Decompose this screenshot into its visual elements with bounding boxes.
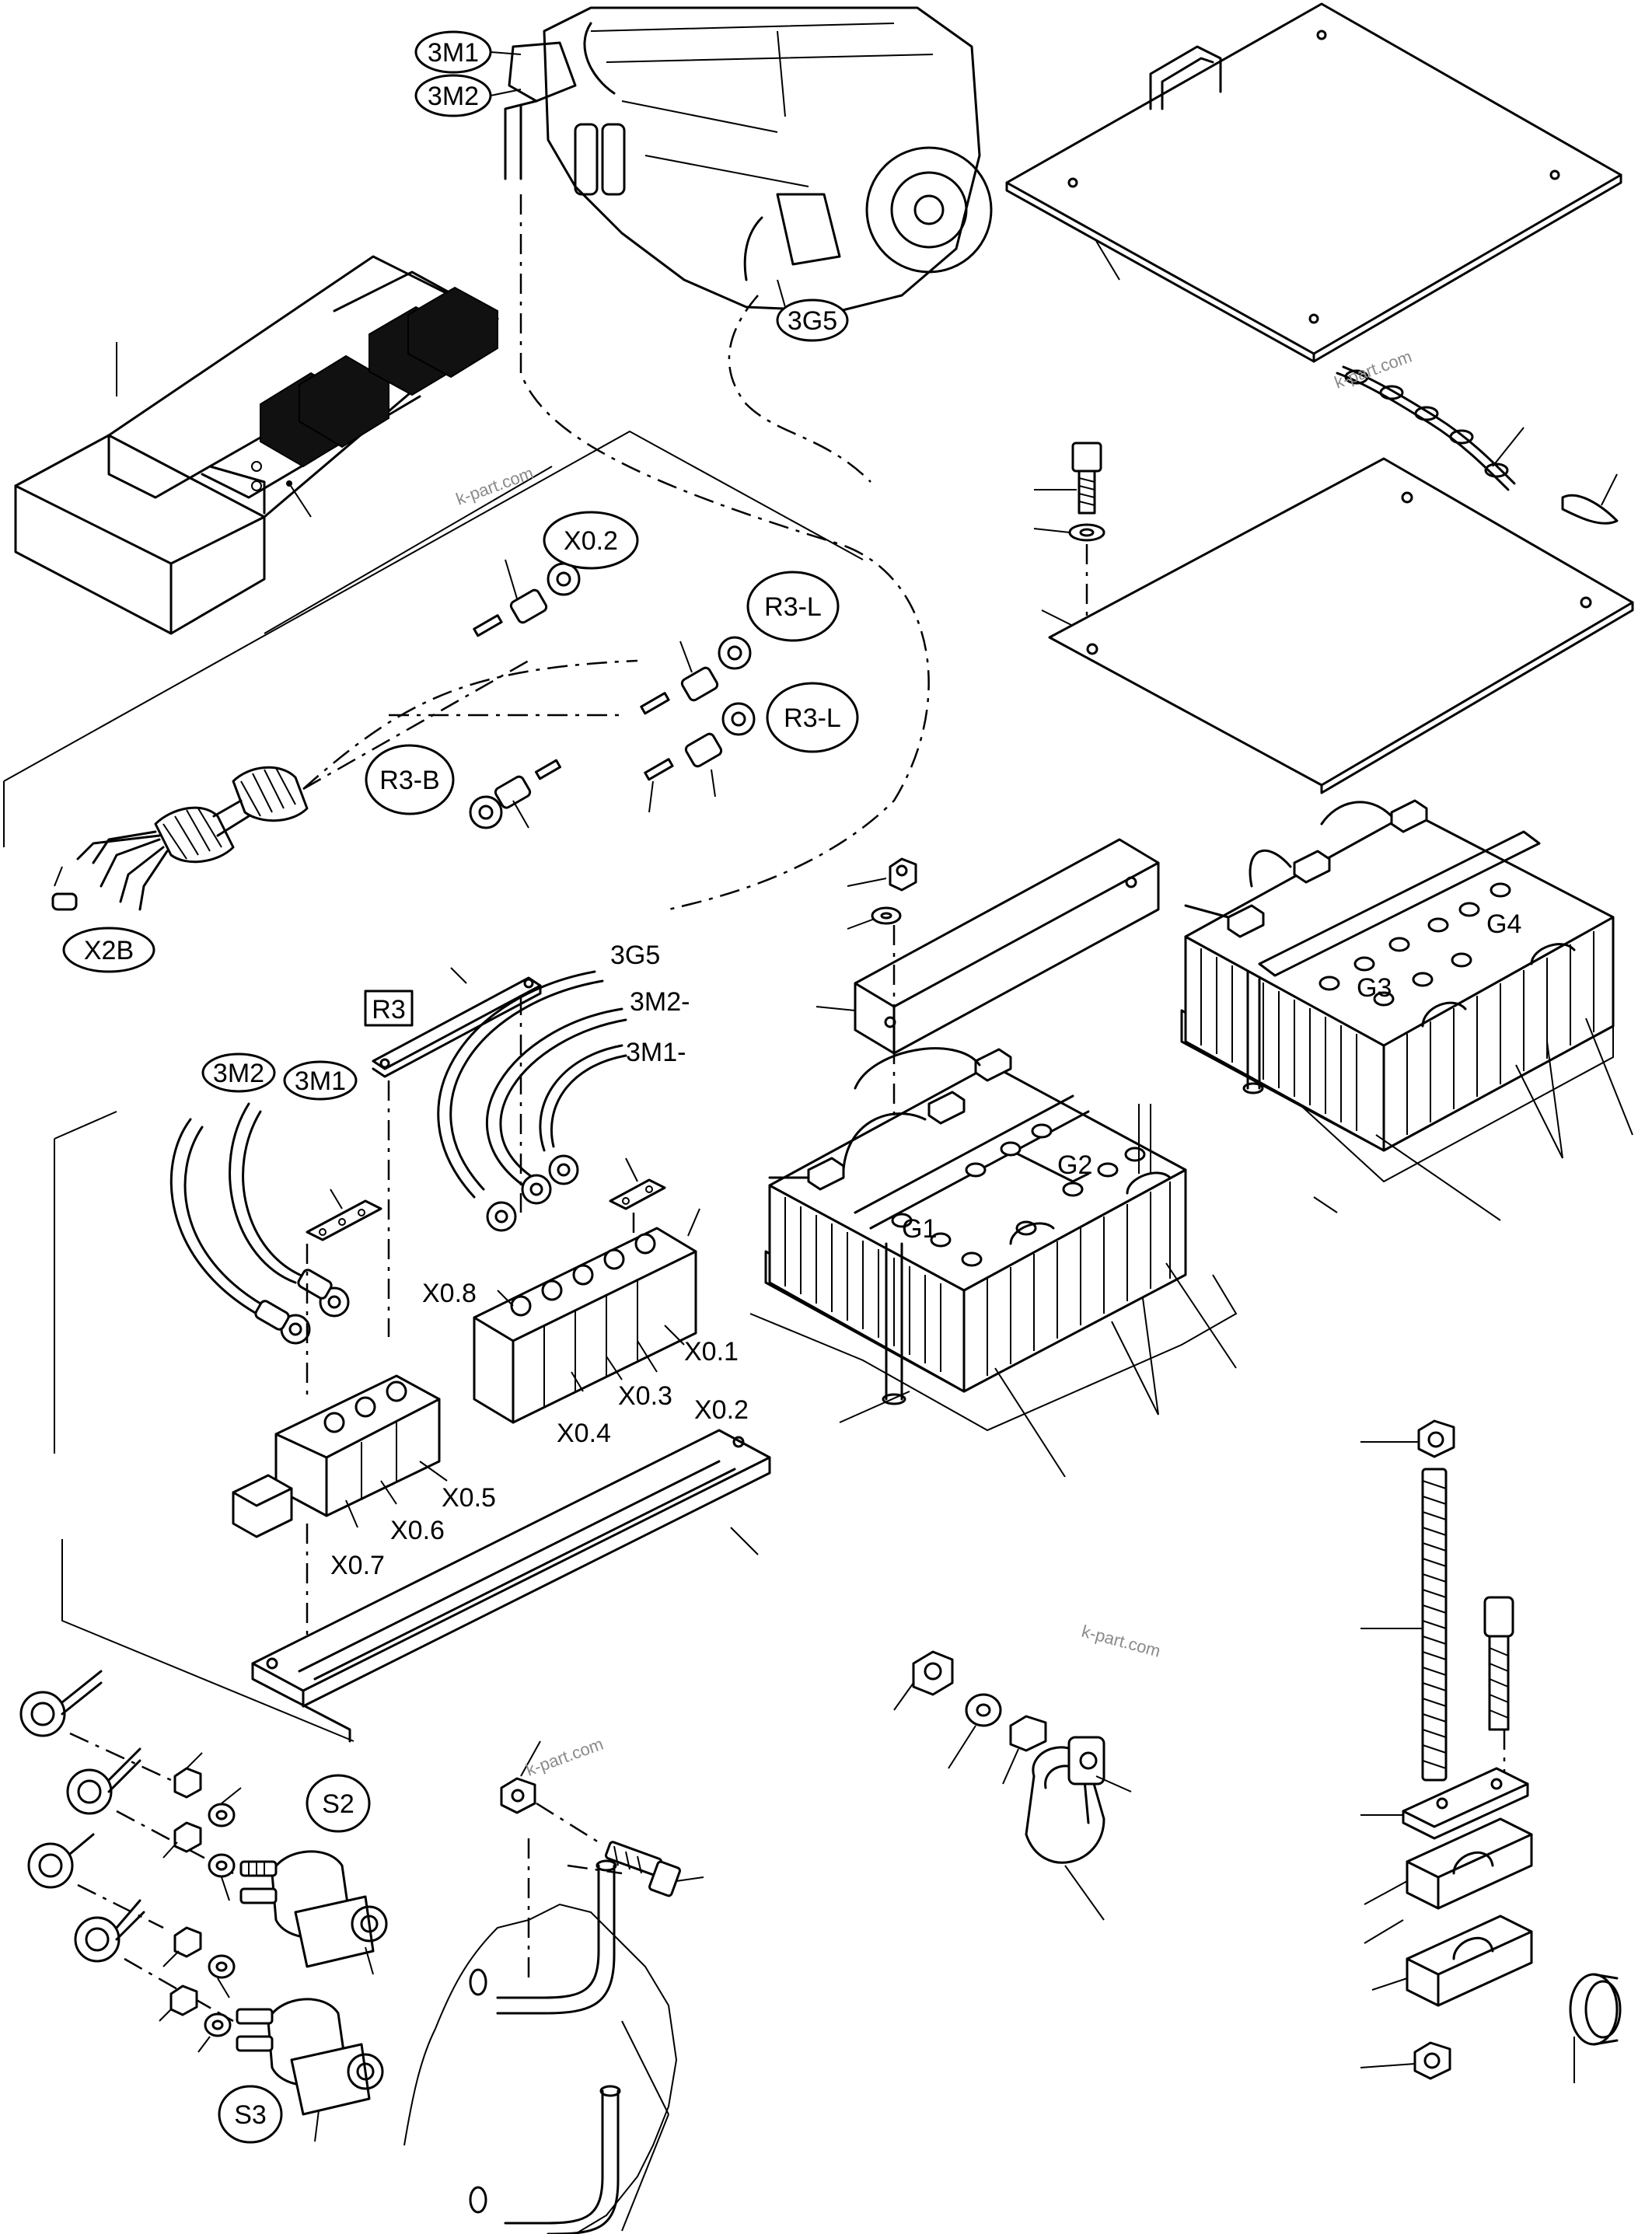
engine-assembly (504, 6, 993, 312)
cable-route-3g5 (728, 295, 871, 483)
callout-3g5-top: 3G5 (776, 279, 849, 342)
terminal-block-lower (232, 1374, 448, 1687)
cable-route-line (519, 194, 930, 911)
callout-3m2-top: 3M2 (414, 74, 522, 117)
svg-text:R3-L: R3-L (784, 703, 841, 733)
svg-text:R3-B: R3-B (379, 766, 439, 795)
battery-pair-g3-g4 (1180, 799, 1633, 1221)
lid-chain (1336, 365, 1619, 525)
callout-bubbles: 3M1 3M2 3G5 X0.2 R3-L R3-L R3-B (62, 30, 859, 2144)
callout-r3l-2: R3-L (766, 682, 859, 753)
label-x02: X0.2 (694, 1395, 749, 1425)
svg-text:X0.2: X0.2 (564, 526, 618, 556)
terminal-block-upper (473, 1208, 700, 1424)
svg-text:3M2: 3M2 (213, 1059, 264, 1088)
watermark-2: k-part.com (1332, 347, 1414, 393)
resistor-r3 (372, 967, 542, 1337)
terminal-r3b (469, 759, 561, 829)
svg-text:S3: S3 (234, 2100, 267, 2130)
svg-text:3G5: 3G5 (788, 306, 837, 336)
label-x07: X0.7 (330, 1551, 385, 1580)
battery-angle-bracket (816, 838, 1160, 1055)
bracket-set (1360, 1419, 1622, 2083)
label-x03: X0.3 (618, 1381, 672, 1411)
svg-text:R3-L: R3-L (764, 592, 822, 622)
battery-box-lid (1005, 2, 1622, 363)
watermark-4: k-part.com (523, 1734, 606, 1780)
label-box-r3 (364, 990, 414, 1027)
switch-s3 (236, 1998, 384, 2142)
battery-cover-plate (1041, 457, 1634, 794)
svg-text:3M2: 3M2 (428, 82, 479, 111)
label-g4: G4 (1486, 909, 1521, 939)
switch-mount-panel (403, 1838, 678, 2234)
callout-3m1-cable: 3M1 (283, 1060, 358, 1101)
switch-cable-lugs (19, 1670, 234, 2023)
terminal-r3l-2 (644, 702, 756, 813)
callout-x2b: X2B (62, 927, 155, 973)
panel-outline (3, 430, 864, 847)
label-x05: X0.5 (442, 1483, 496, 1513)
cable-clamp-set (893, 1650, 1132, 1921)
bracket-nut (847, 857, 917, 1244)
callout-s2: S2 (306, 1774, 371, 1833)
assembly-outline (54, 1111, 354, 1742)
mounting-rail (251, 1429, 771, 1743)
label-x06: X0.6 (390, 1516, 445, 1545)
switch-s2 (239, 1850, 388, 1975)
watermark-3: k-part.com (1080, 1621, 1163, 1661)
panel-bolt-nut (500, 1740, 704, 1897)
label-wire-3m2-minus: 3M2- (630, 987, 690, 1017)
label-g2: G2 (1057, 1150, 1092, 1180)
control-box (14, 255, 499, 635)
label-x04: X0.4 (557, 1419, 611, 1448)
label-wire-3m1-minus: 3M1- (626, 1038, 686, 1067)
ring-terminals (469, 559, 756, 829)
callout-3m2-cable: 3M2 (201, 1052, 276, 1093)
wire-harness (51, 659, 638, 911)
callout-r3l-1: R3-L (746, 571, 840, 642)
switch-nuts-washers (159, 1752, 242, 2053)
label-r3: R3 (372, 995, 405, 1024)
svg-text:3M1: 3M1 (428, 38, 479, 68)
part-labels: R3 3G5 3M2- 3M1- X0.8 X0.1 X0.2 X0.3 X0.… (330, 909, 1521, 1580)
label-x08: X0.8 (422, 1279, 477, 1308)
svg-text:S2: S2 (322, 1789, 354, 1819)
svg-text:3M1: 3M1 (295, 1066, 346, 1096)
svg-text:X2B: X2B (84, 936, 134, 965)
terminal-x02 (473, 559, 581, 637)
terminal-r3l-1 (640, 636, 752, 715)
label-wire-3g5: 3G5 (610, 941, 660, 970)
label-x01: X0.1 (684, 1337, 739, 1367)
battery-cables (169, 970, 627, 1345)
label-g3: G3 (1357, 973, 1392, 1003)
callout-r3b: R3-B (365, 744, 455, 815)
battery-pair-g1-g2 (749, 1047, 1238, 1478)
callout-s3: S3 (218, 2085, 283, 2144)
callout-3m1: 3M1 (414, 30, 522, 74)
label-g1: G1 (902, 1214, 937, 1244)
lid-bolt (1033, 442, 1105, 645)
watermark-1: k-part.com (453, 463, 536, 509)
callout-x02: X0.2 (543, 511, 639, 570)
